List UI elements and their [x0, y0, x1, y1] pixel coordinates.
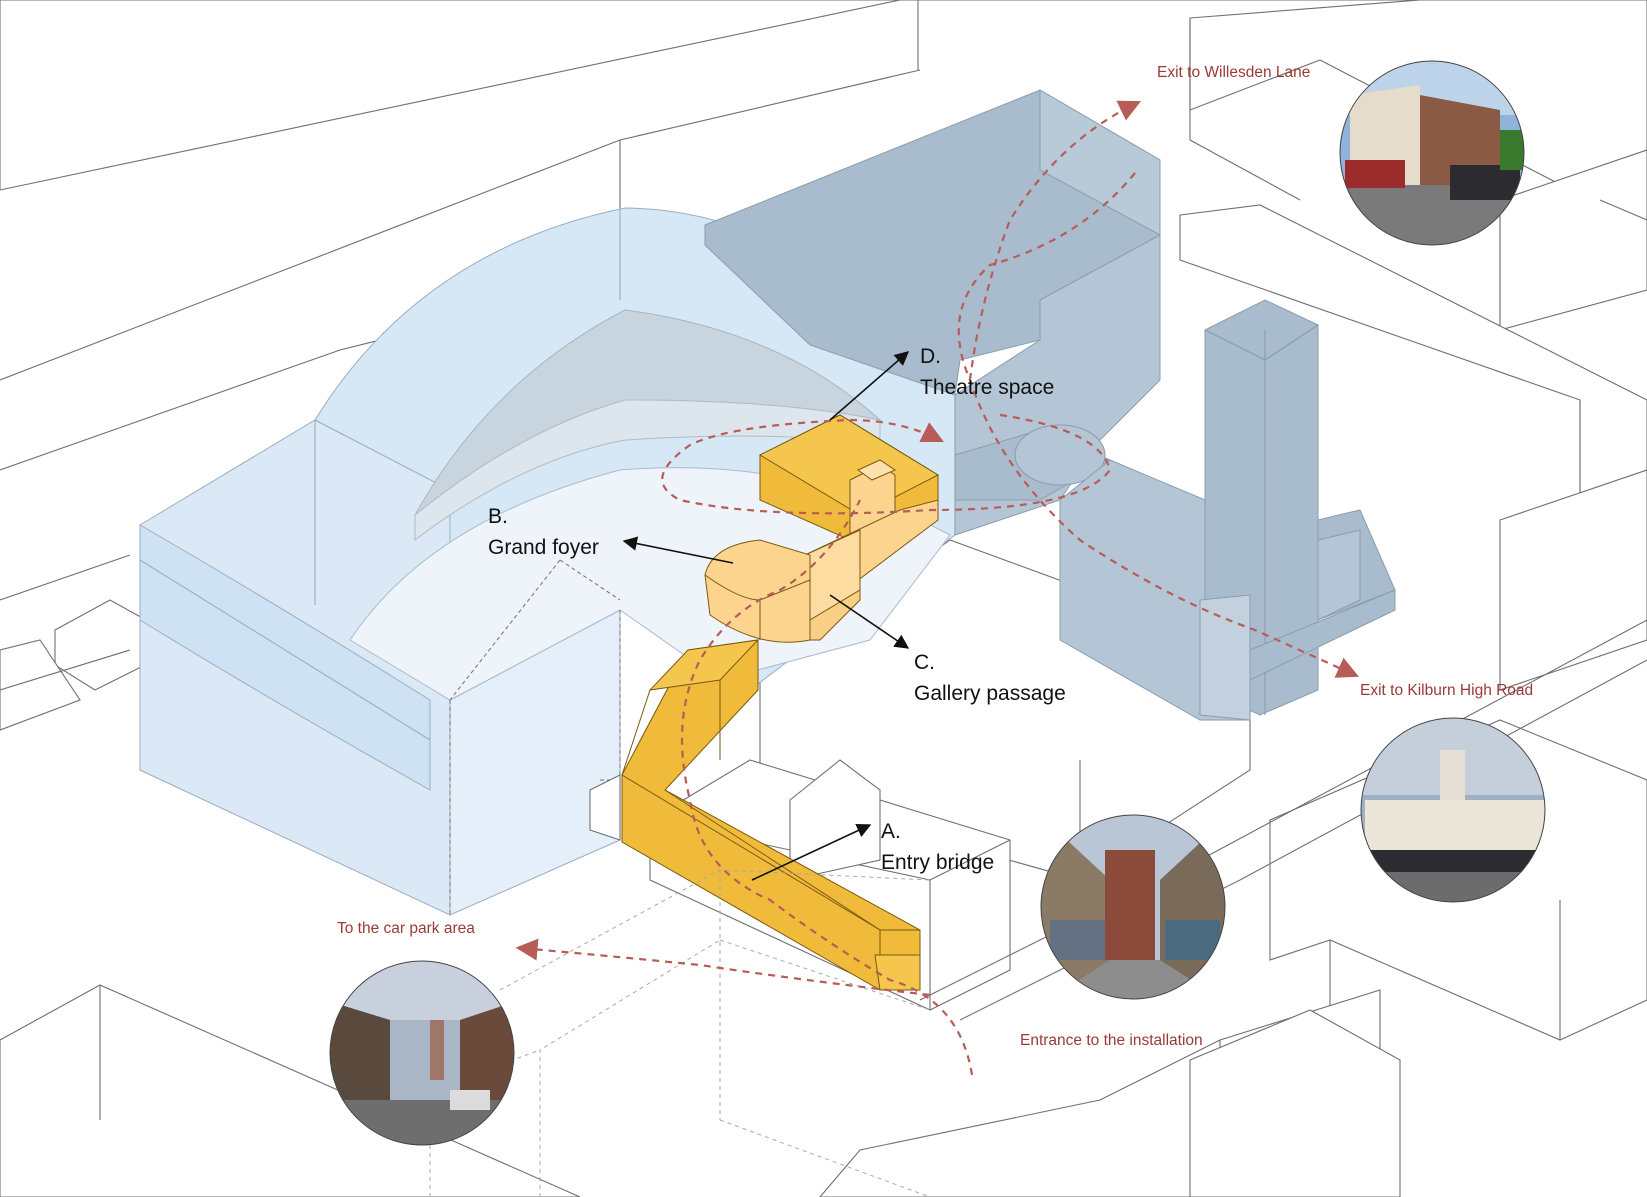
- label-theatre-space: D. Theatre space: [920, 345, 1054, 399]
- arrow-grand-foyer: [622, 536, 734, 564]
- label-entry-bridge: A. Entry bridge: [881, 820, 994, 874]
- route-label-kilburn: Exit to Kilburn High Road: [1360, 682, 1533, 699]
- installation: [621, 414, 940, 991]
- visitor-route: [515, 100, 1360, 1076]
- label-gallery-passage-letter: C.: [914, 651, 935, 674]
- leader-arrows: [622, 351, 910, 881]
- label-entry-bridge-name: Entry bridge: [881, 851, 994, 874]
- photo-alley: [1041, 815, 1225, 999]
- label-entry-bridge-letter: A.: [881, 820, 901, 843]
- label-theatre-space-letter: D.: [920, 345, 941, 368]
- arrow-theatre-space: [829, 351, 910, 421]
- label-theatre-space-name: Theatre space: [920, 376, 1054, 399]
- route-label-willesden: Exit to Willesden Lane: [1157, 64, 1310, 81]
- label-grand-foyer-letter: B.: [488, 505, 508, 528]
- label-gallery-passage-name: Gallery passage: [914, 682, 1066, 705]
- arrow-gallery-passage: [829, 594, 910, 649]
- photo-willesden-lane: [1340, 61, 1524, 245]
- route-label-car-park: To the car park area: [337, 920, 475, 937]
- grand-foyer-block: [704, 539, 811, 643]
- arrow-entry-bridge: [751, 823, 872, 881]
- route-label-entrance: Entrance to the installation: [1020, 1032, 1203, 1049]
- label-grand-foyer: B. Grand foyer: [488, 505, 599, 559]
- grey-buildings: [704, 89, 1396, 721]
- label-grand-foyer-name: Grand foyer: [488, 536, 599, 559]
- label-gallery-passage: C. Gallery passage: [914, 651, 1066, 705]
